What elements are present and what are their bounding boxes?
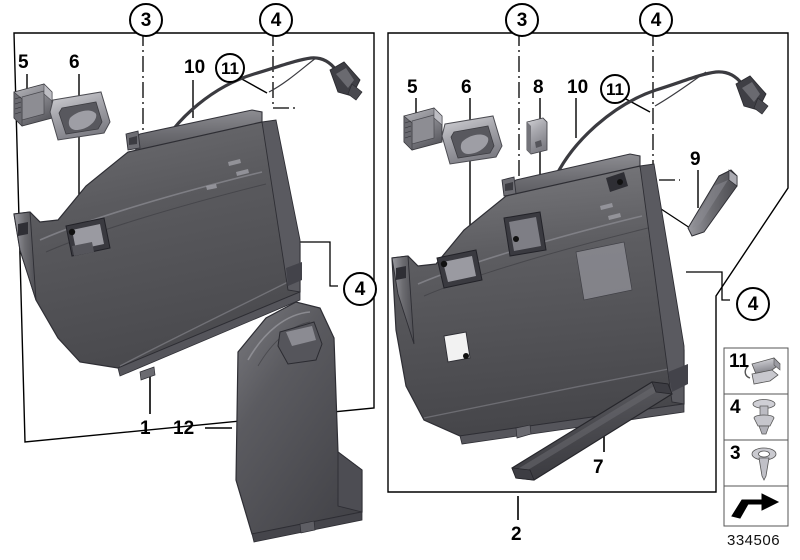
callout-4-top-left[interactable]: 4	[259, 3, 293, 37]
callout-3-right[interactable]: 3	[505, 3, 539, 37]
callout-label: 11	[606, 79, 624, 99]
callout-5-left[interactable]: 5	[18, 52, 29, 73]
expanding-rivet-clip-icon	[752, 399, 776, 435]
part-10-cable-right	[554, 70, 769, 178]
callout-6-left[interactable]: 6	[69, 52, 80, 73]
direction-arrow-icon	[731, 493, 780, 519]
callout-11-right[interactable]: 11	[600, 74, 630, 104]
callout-1-group-left[interactable]: 1	[140, 418, 151, 439]
part-1-trunk-trim-panel-left	[13, 109, 302, 381]
callout-2-group-right[interactable]: 2	[511, 524, 522, 545]
part-12-side-pillar-trim	[235, 301, 363, 543]
callout-8-right[interactable]: 8	[533, 77, 544, 98]
callout-5-right[interactable]: 5	[407, 77, 418, 98]
callout-label: 4	[650, 9, 662, 31]
part-10-cable-left	[158, 56, 363, 152]
callout-4-top-right[interactable]: 4	[639, 3, 673, 37]
callout-label: 4	[270, 9, 282, 31]
callout-4-bottom-right[interactable]: 4	[736, 287, 770, 321]
part-8-cover-cap	[526, 117, 548, 155]
push-pin-clip-icon	[751, 447, 777, 481]
legend-number-3[interactable]: 3	[730, 443, 741, 464]
drawing-number: 334506	[727, 532, 781, 549]
callout-7-right[interactable]: 7	[593, 457, 604, 478]
callout-10-left[interactable]: 10	[184, 57, 206, 78]
callout-label: 11	[221, 58, 239, 78]
part-7-trim-strip	[511, 381, 673, 481]
callout-6-right[interactable]: 6	[461, 77, 472, 98]
callout-3-left[interactable]: 3	[129, 3, 163, 37]
callout-10-right[interactable]: 10	[567, 77, 589, 98]
cable-connector-icon	[329, 61, 363, 101]
callout-label: 3	[516, 9, 528, 31]
callout-label: 4	[747, 293, 759, 315]
left-group-frame	[13, 32, 375, 443]
part-2-trunk-trim-panel-right	[391, 153, 688, 445]
callout-label: 3	[140, 9, 152, 31]
cable-connector-icon-right	[735, 75, 769, 115]
callout-label: 4	[354, 278, 366, 300]
part-5-switch-right	[403, 107, 443, 151]
legend-number-4[interactable]: 4	[730, 397, 741, 418]
fastener-legend-box	[723, 347, 789, 527]
metal-spring-clip-icon	[744, 357, 781, 385]
right-group-frame	[387, 32, 789, 493]
part-6-bezel-right	[441, 115, 503, 165]
part-9-retaining-bracket	[687, 169, 738, 237]
callout-11-left[interactable]: 11	[215, 53, 245, 83]
callout-9-right[interactable]: 9	[690, 149, 701, 170]
callout-4-bottom-left[interactable]: 4	[343, 272, 377, 306]
legend-number-11[interactable]: 11	[729, 351, 750, 372]
part-5-switch-left	[13, 83, 53, 127]
part-6-bezel-left	[49, 91, 111, 141]
callout-12-left[interactable]: 12	[173, 418, 195, 439]
